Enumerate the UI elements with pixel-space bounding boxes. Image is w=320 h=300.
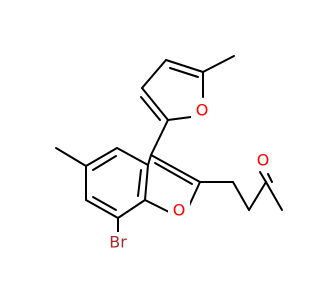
bond-c3-c2-inner: [154, 162, 193, 185]
bond-c3a-c3: [147, 154, 152, 166]
bond-co-o: [259, 171, 267, 183]
bond-co-o-2: [267, 173, 273, 183]
bond-c7a-c7: [117, 199, 146, 219]
bond-c3a-c7a: [144, 164, 149, 201]
bond-ch2a-ch2b: [232, 181, 250, 211]
atom-label-br: Br: [109, 233, 127, 252]
atom-o-furan: O: [191, 100, 213, 120]
molecule-structure: O O O Br: [55, 55, 283, 252]
bond-c7-c6: [85, 199, 119, 219]
bond-furyl-c4-c5: [165, 59, 204, 73]
bond-furyl-c2-c3-inner: [140, 96, 161, 121]
atom-label-o-furan: O: [196, 101, 209, 120]
bond-c3-c2: [150, 154, 201, 183]
bond-c5-c4-inner: [92, 155, 117, 171]
bond-c3-furyl: [150, 119, 169, 156]
atom-label-o-benzofuran: O: [173, 201, 186, 220]
bond-c4-c3a: [116, 147, 149, 166]
bond-c5-methyl: [55, 147, 87, 167]
bond-furyl-c4-c5-inner: [169, 67, 199, 78]
atom-label-o-ketone: O: [257, 151, 270, 170]
bond-c7-c6-inner: [92, 196, 117, 211]
bond-furyl-c3-c4: [141, 59, 167, 89]
atom-o-benzofuran: O: [168, 200, 190, 220]
bond-o1-c7a: [144, 199, 170, 213]
bond-furyl-c5-methyl: [202, 55, 235, 73]
bond-ch2b-co: [248, 181, 267, 211]
bond-furyl-o-c2: [167, 116, 192, 121]
atom-o-ketone: O: [252, 150, 274, 170]
atom-br: Br: [104, 232, 134, 252]
bond-c2-o1: [188, 181, 201, 207]
bond-c5-c4: [85, 147, 118, 167]
bond-layer: [55, 55, 283, 233]
atom-label-layer: O O O Br: [104, 100, 274, 252]
bond-c3a-c7a-inner: [137, 169, 142, 197]
bond-co-ch3: [265, 181, 283, 211]
bond-furyl-c2-c3: [141, 87, 169, 121]
